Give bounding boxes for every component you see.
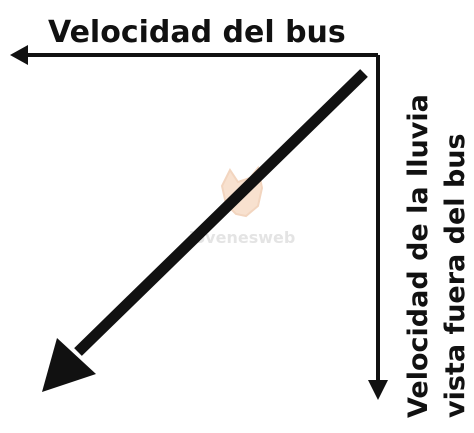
watermark-text: jovenesweb	[188, 228, 296, 247]
rain-velocity-label-line1: Velocidad de la lluvia	[403, 94, 434, 418]
relative-velocity-arrow	[42, 69, 368, 392]
rain-velocity-label-line2: vista fuera del bus	[440, 133, 471, 418]
rain-velocity-arrow	[368, 55, 388, 400]
bus-velocity-label: Velocidad del bus	[48, 15, 346, 50]
bus-velocity-arrow	[10, 45, 378, 65]
